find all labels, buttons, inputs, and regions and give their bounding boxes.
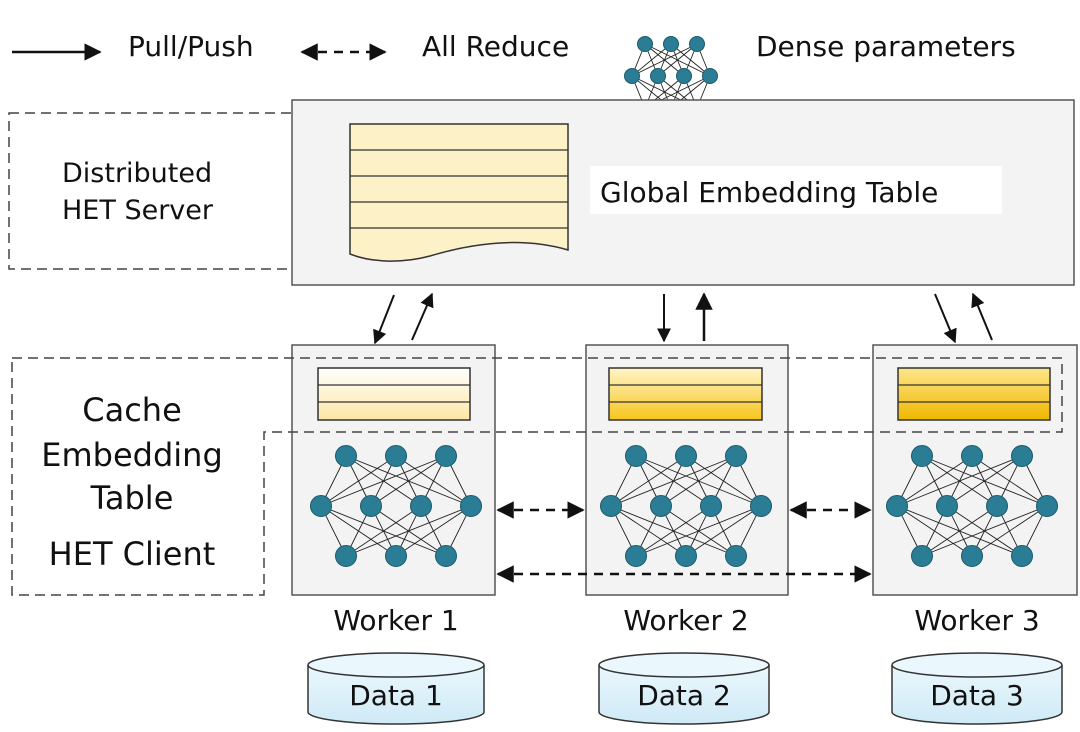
worker-1-label: Worker 1 (333, 604, 458, 637)
network-node (986, 495, 1008, 517)
pull-push-arrows (373, 292, 993, 345)
data-3-label: Data 3 (930, 679, 1024, 712)
network-edge (610, 455, 737, 507)
network-edge (345, 505, 472, 557)
network-edge (921, 505, 998, 557)
data-1-database-icon (307, 652, 485, 725)
network-edge (660, 455, 737, 507)
all-reduce-arrows (496, 501, 872, 583)
network-node (335, 445, 357, 467)
legend-pull-push: Pull/Push (128, 30, 254, 63)
global-embedding-table-icon (349, 123, 569, 262)
worker-2-label: Worker 2 (623, 604, 748, 637)
network-node (360, 495, 382, 517)
network-node (725, 445, 747, 467)
network-node (750, 495, 772, 517)
network-node (911, 445, 933, 467)
worker-1-dense-network-icon (310, 445, 482, 567)
client-region-outline (11, 357, 1063, 596)
network-node (725, 545, 747, 567)
network-edge (320, 455, 447, 507)
network-edge (370, 455, 447, 507)
network-edge (631, 43, 698, 77)
network-node (1011, 445, 1033, 467)
network-node (702, 68, 718, 84)
network-node (650, 495, 672, 517)
network-node (435, 445, 457, 467)
network-node (886, 495, 908, 517)
network-node (663, 36, 679, 52)
network-node (637, 36, 653, 52)
worker-3-cache-table-icon (897, 367, 1051, 421)
data-3-database-icon (891, 652, 1063, 725)
worker-2-cache-table-icon (608, 367, 763, 421)
network-edge (946, 455, 1023, 507)
network-node (460, 495, 482, 517)
server-label-bg (50, 152, 240, 232)
legend: Pull/Push All Reduce Dense parameters (12, 30, 1016, 116)
server-label-line2: HET Server (62, 195, 214, 226)
network-edge (635, 505, 712, 557)
network-node (936, 495, 958, 517)
network-node (385, 445, 407, 467)
client-label-line3: Table (90, 479, 174, 517)
network-node (335, 545, 357, 567)
network-edge (395, 505, 472, 557)
network-edge (971, 505, 1048, 557)
server-label-line1: Distributed (62, 158, 212, 189)
network-node (650, 68, 666, 84)
worker-1-cache-table-icon (317, 367, 471, 421)
worker-3-label: Worker 3 (914, 604, 1039, 637)
network-node (961, 545, 983, 567)
network-node (676, 68, 692, 84)
network-edge (610, 455, 687, 507)
network-node (675, 545, 697, 567)
network-node (624, 68, 640, 84)
network-edge (320, 455, 397, 507)
network-edge (631, 43, 672, 77)
network-edge (921, 505, 1048, 557)
network-node (310, 495, 332, 517)
client-label-line4: HET Client (49, 535, 216, 573)
network-node (435, 545, 457, 567)
network-node (385, 545, 407, 567)
network-edge (896, 455, 1023, 507)
client-label-line1: Cache (82, 391, 182, 429)
network-node (1011, 545, 1033, 567)
global-embedding-table-label: Global Embedding Table (600, 176, 938, 209)
network-node (410, 495, 432, 517)
dense-parameters-icon (624, 36, 718, 116)
network-node (961, 445, 983, 467)
worker-3-dense-network-icon (886, 445, 1058, 567)
data-2-database-icon (598, 652, 770, 725)
network-node (1036, 495, 1058, 517)
data-1-label: Data 1 (349, 679, 443, 712)
network-node (600, 495, 622, 517)
network-node (700, 495, 722, 517)
network-edge (896, 455, 973, 507)
legend-dense-parameters: Dense parameters (756, 30, 1016, 63)
worker-2-dense-network-icon (600, 445, 772, 567)
network-edge (345, 505, 422, 557)
network-node (689, 36, 705, 52)
network-node (911, 545, 933, 567)
network-edge (635, 505, 762, 557)
global-table-label-bg (590, 166, 1002, 214)
client-label-line2: Embedding (41, 436, 223, 474)
network-node (625, 445, 647, 467)
legend-all-reduce: All Reduce (422, 30, 569, 63)
network-edge (657, 43, 698, 77)
network-edge (685, 505, 762, 557)
network-node (675, 445, 697, 467)
network-node (625, 545, 647, 567)
data-2-label: Data 2 (637, 679, 731, 712)
